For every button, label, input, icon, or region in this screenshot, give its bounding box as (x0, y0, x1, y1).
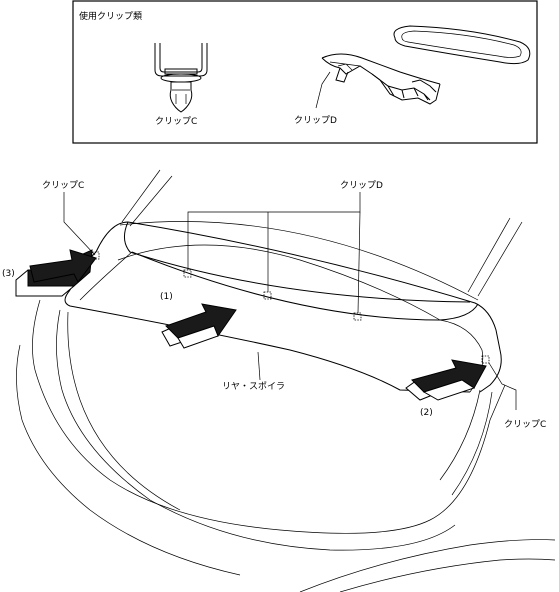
legend-title: 使用クリップ類 (79, 10, 142, 22)
push-arrow-2 (405, 359, 487, 401)
clip-d-marker-3 (353, 312, 362, 321)
step-1-label: (1) (160, 292, 173, 302)
part-name-label: リヤ・スポイラ (222, 381, 285, 392)
push-arrow-3 (15, 249, 97, 297)
step-3-label: (3) (2, 269, 15, 279)
clip-c-marker-right (481, 355, 490, 364)
push-arrow-1 (161, 303, 237, 349)
clip-d-marker-2 (263, 291, 272, 300)
clip-c-callout-top-left: クリップC (42, 180, 84, 191)
clip-legend-box: 使用クリップ類 クリップC クリップD (72, 0, 538, 144)
vehicle-body-outline (16, 169, 556, 592)
clip-d-illustration (315, 25, 531, 109)
clip-c-callout-right: クリップC (504, 419, 546, 430)
leader-lines (63, 192, 517, 410)
clip-d-callout-top: クリップD (340, 180, 383, 191)
clip-c-label: クリップC (155, 116, 197, 127)
rear-spoiler (64, 221, 502, 393)
clip-d-label: クリップD (294, 115, 337, 126)
clip-c-illustration (154, 43, 208, 113)
clip-location-markers (91, 251, 490, 364)
step-2-label: (2) (420, 408, 433, 418)
clip-d-marker-1 (183, 269, 192, 278)
